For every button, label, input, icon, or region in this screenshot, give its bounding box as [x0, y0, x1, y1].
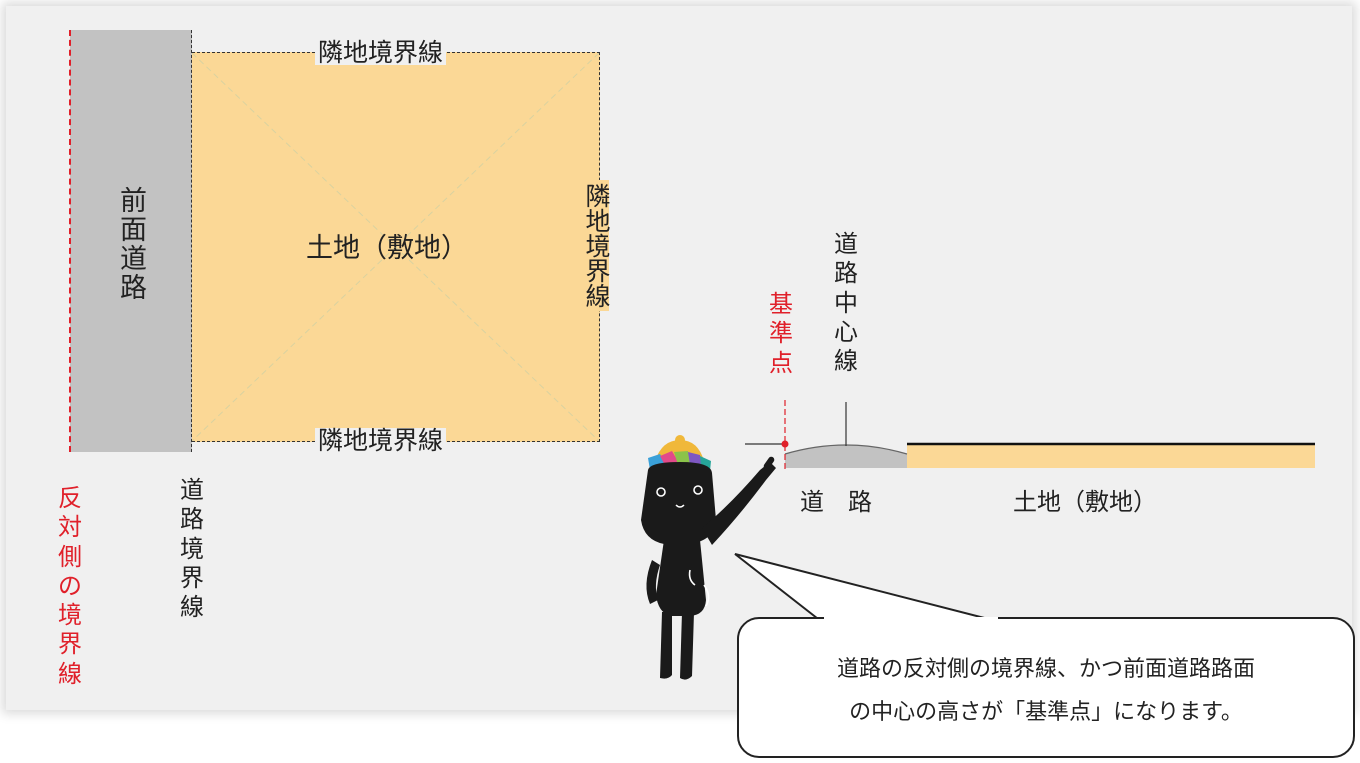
neighbor-boundary-right-label: 隣地境界線	[582, 180, 611, 311]
neighbor-boundary-bottom-label: 隣地境界線	[315, 428, 447, 453]
road-center-line-label: 道路中心線	[834, 230, 858, 376]
callout-line-2: の中心の高さが「基準点」になります。	[849, 700, 1243, 725]
opposite-boundary-label: 反対側の境界線	[58, 484, 82, 688]
lot-diagonals	[192, 53, 599, 441]
callout-line-1: 道路の反対側の境界線、かつ前面道路路面	[836, 657, 1255, 682]
speech-bubble	[737, 617, 1355, 758]
lot-label: 土地（敷地）	[306, 233, 468, 264]
front-road-label: 前面道路	[115, 186, 146, 302]
reference-point-dot	[781, 440, 789, 448]
mascot-character	[641, 435, 776, 680]
road-boundary-line	[191, 30, 192, 452]
callout-text: 道路の反対側の境界線、かつ前面道路路面 の中心の高さが「基準点」になります。	[737, 648, 1355, 734]
neighbor-boundary-top-label: 隣地境界線	[315, 40, 447, 65]
lot-area	[192, 52, 600, 442]
road-boundary-label: 道路境界線	[180, 476, 204, 622]
section-road-label: 道 路	[800, 488, 872, 516]
front-road-area	[70, 30, 192, 452]
reference-point-label: 基準点	[769, 290, 793, 377]
opposite-boundary-line	[69, 30, 71, 452]
section-road-surface	[785, 445, 907, 468]
speech-bubble-tail	[734, 553, 1001, 623]
section-lot-label: 土地（敷地）	[1013, 488, 1157, 516]
section-lot	[907, 444, 1315, 468]
